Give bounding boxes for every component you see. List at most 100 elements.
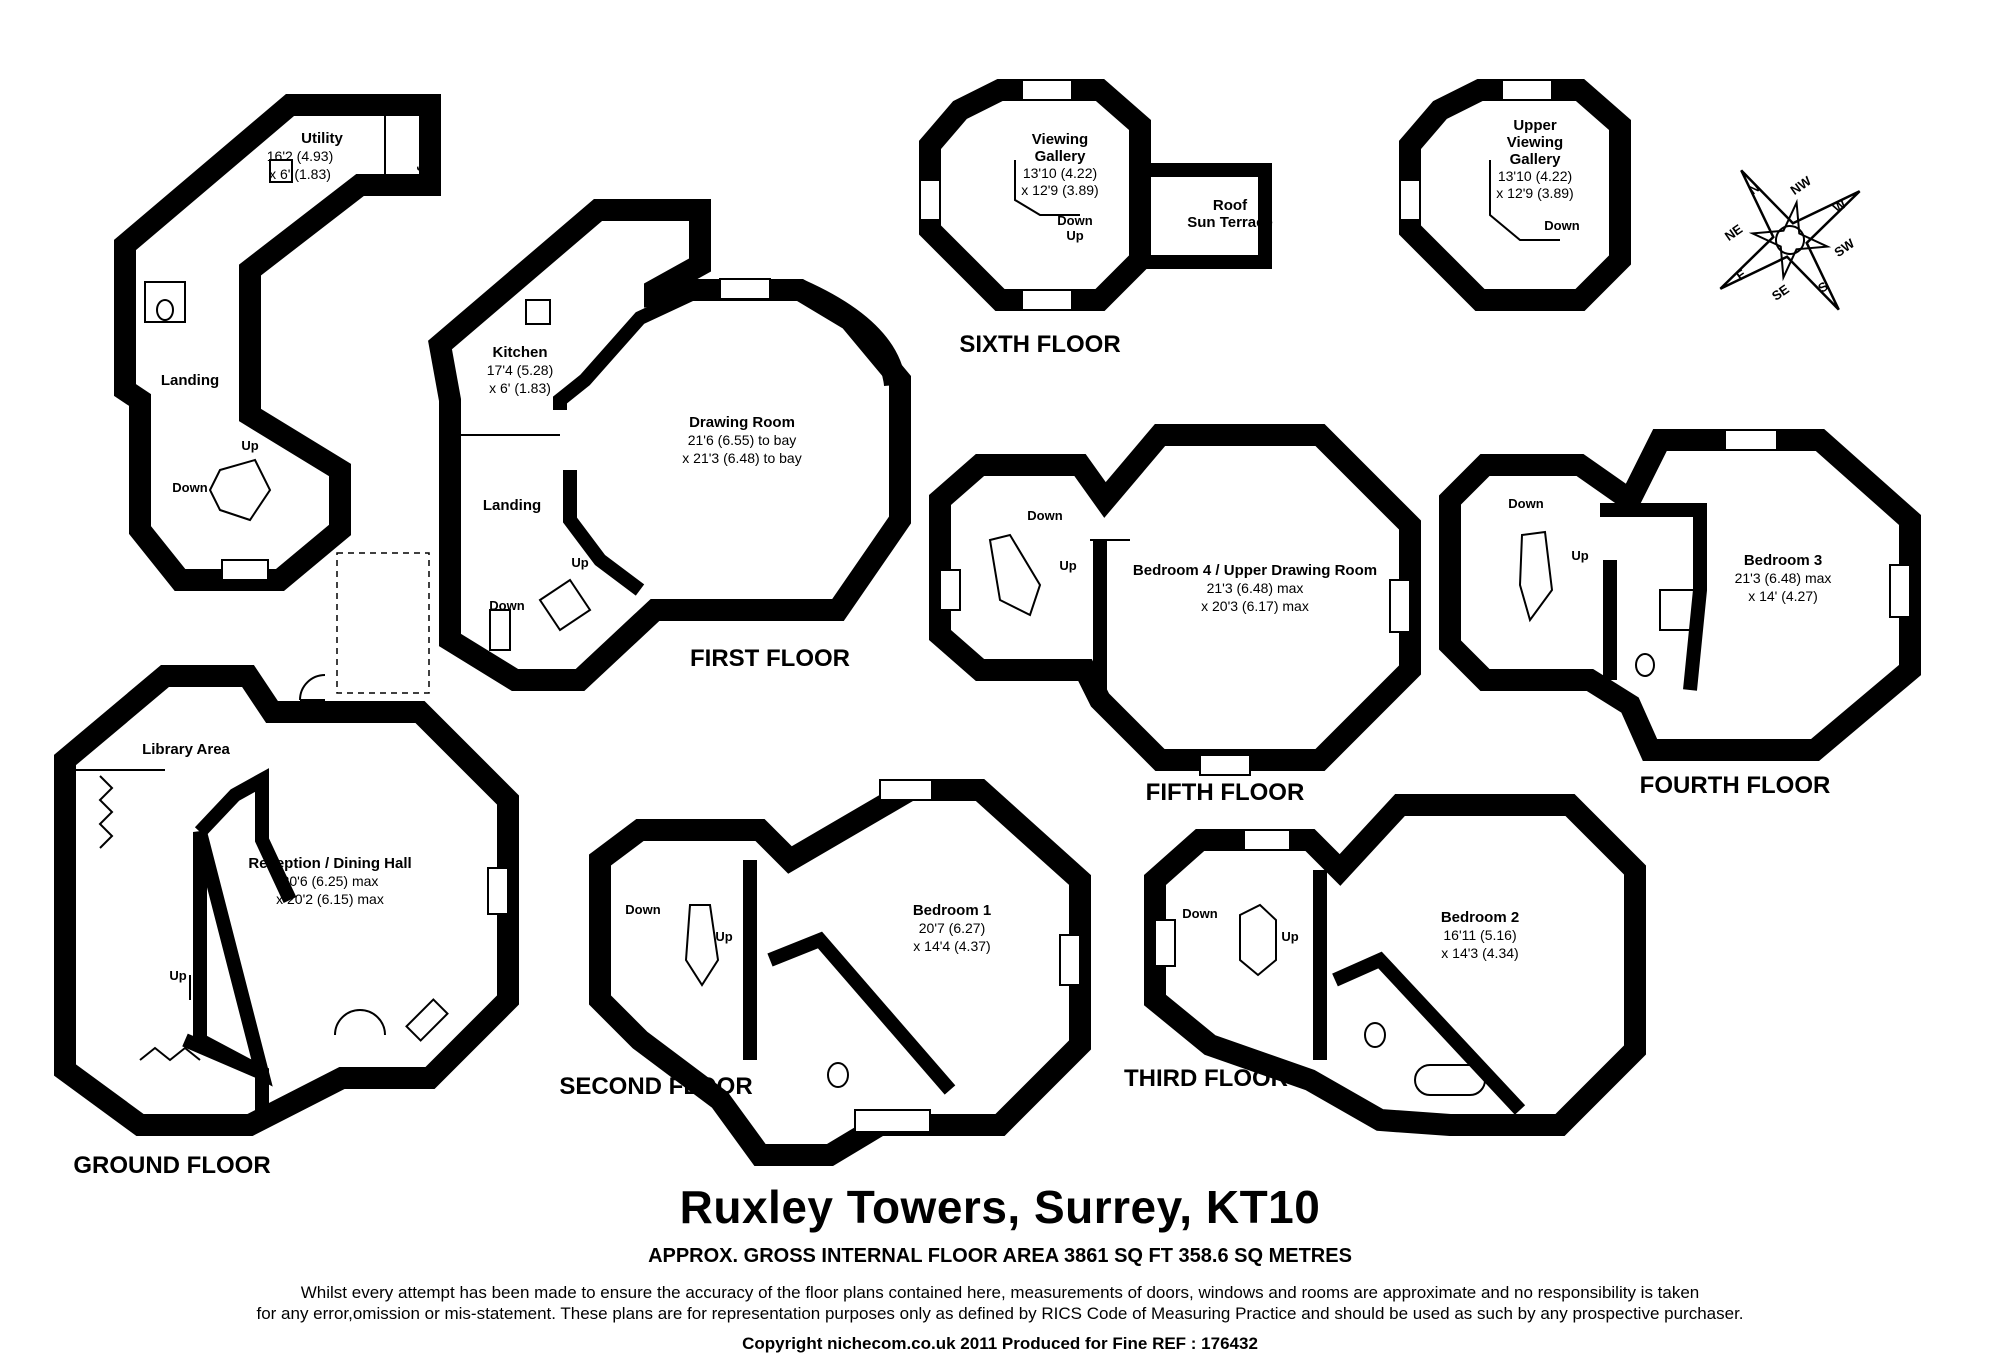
stair-core: [684, 904, 720, 987]
second-floor-plan: Bedroom 1 20'7 (6.27) x 14'4 (4.37) Down…: [559, 779, 1091, 1166]
stair-core: [1518, 530, 1554, 623]
inner-wall: [553, 283, 703, 410]
compass-rose-icon: N NE E SE S SW W NW: [1719, 169, 1861, 311]
window: [1724, 429, 1778, 451]
fourth-floor-outer-wall: [1439, 429, 1921, 761]
room-dim: 16'2 (4.93): [267, 148, 334, 164]
inner-wall: [1332, 951, 1526, 1115]
room-label-landing: Landing: [161, 372, 219, 389]
room-label-viewing-2: Gallery: [1035, 148, 1087, 165]
floor-area-text: APPROX. GROSS INTERNAL FLOOR AREA 3861 S…: [648, 1245, 1352, 1267]
room-dim: 16'11 (5.16): [1443, 927, 1516, 943]
stair-core: [208, 458, 272, 522]
room-label-library: Library Area: [142, 741, 230, 758]
room-label-kitchen: Kitchen: [492, 344, 547, 361]
window: [1501, 79, 1553, 101]
room-label-bedroom2: Bedroom 2: [1441, 909, 1519, 926]
stair-down-label: Down: [1027, 508, 1062, 523]
stair-up-label: Up: [1066, 228, 1083, 243]
window: [939, 569, 961, 611]
window: [487, 867, 509, 915]
room-dim: x 14' (4.27): [1748, 588, 1818, 604]
door-swing: [299, 674, 326, 701]
room-dim: x 14'3 (4.34): [1441, 945, 1518, 961]
inner-wall: [563, 470, 645, 596]
room-dim: 21'3 (6.48) max: [1207, 580, 1304, 596]
window: [1021, 289, 1073, 311]
window: [879, 779, 933, 801]
third-floor-outer-wall: [1144, 794, 1646, 1136]
stair-up-label: Up: [715, 929, 732, 944]
window: [1199, 754, 1251, 776]
fifth-floor-outer-wall: [929, 424, 1421, 771]
room-label-upper-viewing-2: Viewing: [1507, 134, 1563, 151]
room-dim: 20'7 (6.27): [919, 920, 986, 936]
disclaimer: Whilst every attempt has been made to en…: [0, 1282, 2000, 1324]
roof-terrace-wall: [1133, 163, 1272, 269]
window: [1154, 919, 1176, 967]
compass-label: NW: [1788, 173, 1815, 198]
fourth-floor-plan: Bedroom 3 21'3 (6.48) max x 14' (4.27) D…: [1439, 429, 1921, 799]
compass-label: SE: [1769, 281, 1792, 303]
compass-label: N: [1746, 180, 1762, 198]
room-dim: x 14'4 (4.37): [913, 938, 990, 954]
room-label-landing: Landing: [483, 497, 541, 514]
compass-inner-star: [1748, 198, 1832, 282]
floor-label-third: THIRD FLOOR: [1124, 1065, 1288, 1092]
room-label-bedroom3: Bedroom 3: [1744, 552, 1822, 569]
door-swing: [334, 1009, 386, 1036]
room-label-bedroom4: Bedroom 4 / Upper Drawing Room: [1133, 562, 1377, 579]
window: [489, 609, 511, 651]
compass-center: [1775, 225, 1805, 255]
stair-core: [538, 578, 592, 632]
window: [1021, 79, 1073, 101]
floor-label-second: SECOND FLOOR: [559, 1073, 752, 1100]
stair-up-label: Up: [1571, 548, 1588, 563]
compass-star: [1719, 169, 1861, 311]
stair-up-label: Up: [169, 968, 186, 983]
wc: [144, 281, 186, 323]
room-label-utility: Utility: [301, 130, 343, 147]
stair-down-label: Down: [1182, 906, 1217, 921]
sink-icon: [269, 159, 293, 183]
compass-label: SW: [1831, 235, 1857, 260]
room-dim: 21'6 (6.55) to bay: [688, 432, 797, 448]
room-label-drawing: Drawing Room: [689, 414, 795, 431]
fifth-floor-plan: Bedroom 4 / Upper Drawing Room 21'3 (6.4…: [929, 424, 1421, 806]
stair-down-label: Down: [625, 902, 660, 917]
sixth-floor-plan: Viewing Gallery 13'10 (4.22) x 12'9 (3.8…: [919, 79, 1631, 358]
room-dim: x 20'3 (6.17) max: [1201, 598, 1309, 614]
window: [221, 559, 269, 581]
room-dim: x 6' (1.83): [489, 380, 551, 396]
inner-wall: [194, 768, 297, 903]
room-label-balcony: Balcony: [416, 116, 433, 175]
floor-label-first: FIRST FLOOR: [690, 645, 850, 672]
toilet-icon: [827, 1062, 849, 1088]
stair-treads: [139, 1046, 201, 1062]
floor-label-ground: GROUND FLOOR: [73, 1152, 270, 1179]
bathtub-icon: [1414, 1064, 1486, 1096]
floor-label-fifth: FIFTH FLOOR: [1146, 779, 1305, 806]
stair-up-label: Up: [241, 438, 258, 453]
stair-core: [1239, 903, 1277, 977]
stair-down-label: Down: [1057, 213, 1092, 228]
stair-wall-lower: [182, 1033, 269, 1112]
stair-up-label: Up: [571, 555, 588, 570]
first-floor-utility-plan: Utility 16'2 (4.93) x 6' (1.83) Balcony …: [114, 94, 441, 591]
toilet-icon: [1635, 653, 1655, 677]
window: [405, 998, 449, 1042]
dashed-outline: [336, 552, 430, 694]
disclaimer-line: Whilst every attempt has been made to en…: [300, 1283, 1700, 1302]
room-dim: x 6' (1.83): [269, 166, 331, 182]
floor-label-fourth: FOURTH FLOOR: [1640, 772, 1831, 799]
room-dim: 13'10 (4.22): [1498, 168, 1572, 184]
toilet-icon: [1364, 1022, 1386, 1048]
room-label-upper-viewing-3: Gallery: [1510, 151, 1562, 168]
stair-down-label: Down: [1544, 218, 1579, 233]
first-floor-main-plan: Kitchen 17'4 (5.28) x 6' (1.83) Landing …: [428, 199, 911, 691]
stair-line: [1489, 160, 1560, 241]
ground-floor-plan: Library Area Reception / Dining Hall 20'…: [54, 552, 519, 1179]
inner-wall: [767, 931, 956, 1095]
third-floor-plan: Bedroom 2 16'11 (5.16) x 14'3 (4.34) Dow…: [1124, 794, 1646, 1136]
